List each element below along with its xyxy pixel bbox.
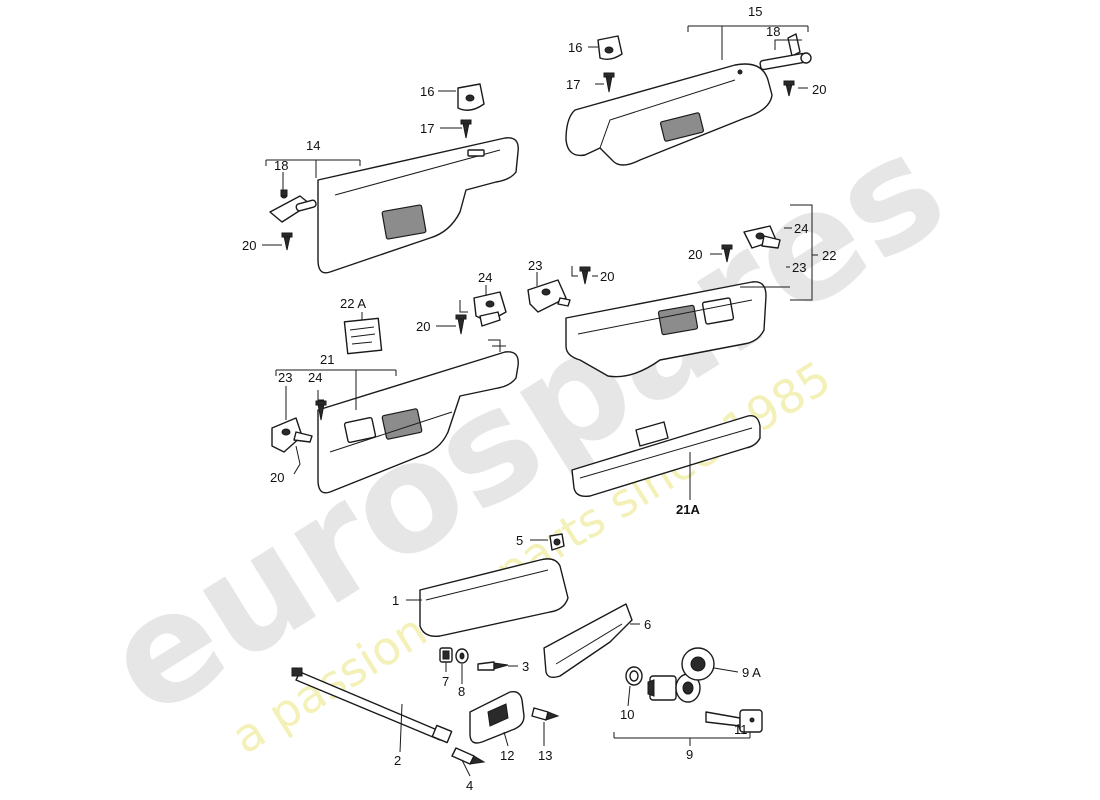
callout-20-mid-left: 20 <box>416 319 430 334</box>
lock-cover-9a <box>681 647 715 681</box>
callout-20-hinge-right: 20 <box>688 247 702 262</box>
callout-6: 6 <box>644 617 651 632</box>
callout-14: 14 <box>306 138 320 153</box>
screw-3 <box>477 661 509 671</box>
callout-18-lower: 18 <box>274 158 288 173</box>
screw-20-hinge-right <box>721 244 733 263</box>
visor-hinge-23-mid <box>527 279 571 313</box>
callout-20-mid-right: 20 <box>600 269 614 284</box>
label-sticker-22a <box>343 317 383 355</box>
callout-5: 5 <box>516 533 523 548</box>
visor-clip-16-upper <box>597 35 623 61</box>
lock-plate-12 <box>469 690 525 744</box>
callout-16-upper: 16 <box>568 40 582 55</box>
grab-handle-21a <box>571 415 761 498</box>
callout-23-right: 23 <box>792 260 806 275</box>
sun-visor-21 <box>317 351 519 494</box>
callout-23-mid: 23 <box>528 258 542 273</box>
watermark-brand: eurospares <box>77 100 974 750</box>
screw-20-upper-right <box>783 80 795 97</box>
callout-17-upper: 17 <box>566 77 580 92</box>
sun-visor-14 <box>317 137 519 274</box>
callout-9: 9 <box>686 747 693 762</box>
callout-20-left-mid: 20 <box>270 470 284 485</box>
callout-21: 21 <box>320 352 334 367</box>
callout-3: 3 <box>522 659 529 674</box>
leader-lines <box>262 25 818 777</box>
ring-10 <box>625 666 643 686</box>
nut-7 <box>439 647 453 663</box>
callout-8: 8 <box>458 684 465 699</box>
sun-visor-15 <box>565 63 773 166</box>
sun-visor-22 <box>565 281 767 378</box>
callout-16-lower: 16 <box>420 84 434 99</box>
screw-20-mid-left <box>455 314 467 335</box>
screw-20-mid-right <box>579 266 591 285</box>
screw-4 <box>451 747 486 765</box>
callout-23-left: 23 <box>278 370 292 385</box>
strap-2 <box>291 667 453 744</box>
visor-mount-18-upper <box>759 33 812 71</box>
callout-7: 7 <box>442 674 449 689</box>
visor-hinge-23-left <box>271 417 313 453</box>
callout-22: 22 <box>822 248 836 263</box>
lock-cylinder-9 <box>647 673 701 703</box>
screw-20-left-mid <box>315 400 327 421</box>
callout-18-upper: 18 <box>766 24 780 39</box>
callout-24-right: 24 <box>794 221 808 236</box>
callout-20-left-upper: 20 <box>242 238 256 253</box>
callout-11: 11 <box>734 722 748 737</box>
callout-9a: 9 A <box>742 665 761 680</box>
visor-mount-18-lower <box>269 189 317 223</box>
clip-5 <box>549 533 565 551</box>
screw-17-upper <box>603 72 615 93</box>
key-11 <box>705 709 763 733</box>
callout-15: 15 <box>748 4 762 19</box>
callout-24-left: 24 <box>308 370 322 385</box>
callout-21a: 21A <box>676 502 700 517</box>
callout-labels: 15 16 17 18 20 14 16 17 18 20 24 22 23 2… <box>242 4 836 793</box>
callout-22a: 22 A <box>340 296 366 311</box>
callout-24-mid: 24 <box>478 270 492 285</box>
callout-2: 2 <box>394 753 401 768</box>
screw-20-left-upper <box>281 232 293 251</box>
visor-clip-16-lower <box>457 83 485 111</box>
washer-8 <box>455 648 469 664</box>
callout-1: 1 <box>392 593 399 608</box>
visor-hinge-24-right <box>743 225 781 249</box>
screw-13 <box>531 707 560 721</box>
screw-17-lower <box>460 119 472 139</box>
callout-13: 13 <box>538 748 552 763</box>
hinge-bracket-6 <box>543 603 633 679</box>
glovebox-tray-1 <box>419 558 569 637</box>
callout-4: 4 <box>466 778 473 793</box>
callout-17-lower: 17 <box>420 121 434 136</box>
callout-10: 10 <box>620 707 634 722</box>
callout-12: 12 <box>500 748 514 763</box>
callout-20-upper-right: 20 <box>812 82 826 97</box>
visor-hinge-24-mid <box>473 291 507 327</box>
